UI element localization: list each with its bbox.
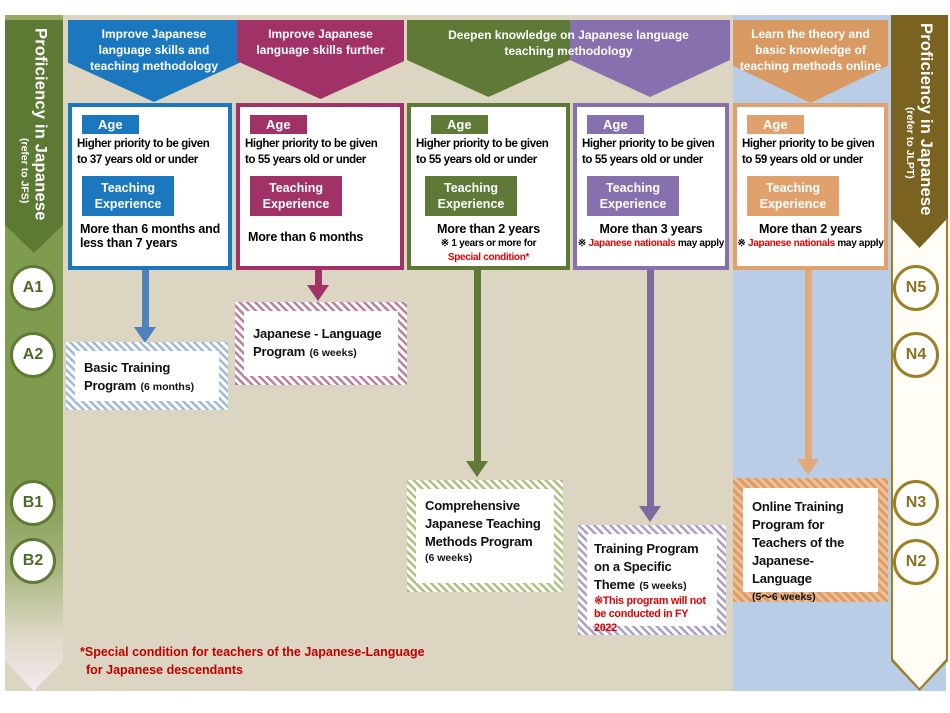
note-line1: ※ 1 years or more for (440, 238, 537, 250)
criteria-box-language: Age Higher priority to be given to 55 ye… (236, 103, 404, 270)
program-duration: (6 weeks) (425, 552, 473, 564)
level-badge-b2: B2 (10, 538, 56, 584)
age-line2: to 55 years old or under (582, 153, 703, 166)
teaching-experience-tag: Teaching Experience (425, 175, 517, 217)
banner-improve-skills-further: Improve Japanese language skills further (237, 20, 404, 99)
level-badge-n3: N3 (893, 480, 939, 526)
age-tag: Age (82, 115, 139, 134)
footnote-line2: for Japanese descendants (86, 663, 244, 678)
special-condition-footnote: *Special condition for teachers of the J… (80, 643, 425, 679)
experience-criteria: More than 6 months (248, 230, 364, 245)
age-line1: Higher priority to be given (582, 138, 715, 150)
level-badge-n4: N4 (893, 332, 939, 378)
criteria-box-comprehensive: Age Higher priority to be given to 55 ye… (407, 103, 570, 270)
experience-criteria: More than 6 months and less than 7 years (80, 222, 228, 250)
experience-note: ※ Japanese nationals may apply (737, 237, 884, 251)
age-line1: Higher priority to be given (742, 138, 875, 150)
age-line1: Higher priority to be given (416, 138, 549, 150)
criteria-box-basic: Age Higher priority to be given to 37 ye… (68, 103, 232, 270)
experience-criteria: More than 3 years (599, 222, 703, 237)
program-duration: (5 weeks) (639, 580, 687, 592)
age-tag: Age (431, 115, 488, 134)
note-special-condition: Special condition* (447, 252, 530, 264)
exp-line1: More than 6 months and (80, 222, 221, 237)
right-proficiency-banner: (refer to JLPT) Proficiency in Japanese (891, 15, 948, 248)
note-nationals: Japanese nationals (588, 238, 676, 250)
age-line2: to 59 years old or under (742, 153, 863, 166)
exp-line2: less than 7 years (80, 236, 178, 251)
experience-criteria: More than 2 years (759, 222, 862, 237)
program-box-comprehensive: Comprehensive Japanese Teaching Methods … (407, 480, 563, 592)
program-box-inner: Online Training Program for Teachers of … (743, 488, 878, 603)
right-ribbon-title: Proficiency in Japanese (917, 23, 935, 216)
age-line1: Higher priority to be given (77, 138, 210, 150)
age-criteria: Higher priority to be given to 55 years … (245, 137, 400, 169)
program-box-inner: Training Program on a Specific Theme (5 … (587, 534, 717, 634)
arrow-to-specific-theme-program (639, 270, 661, 522)
arrow-to-online-program (797, 270, 819, 475)
level-badge-b1: B1 (10, 480, 56, 526)
age-criteria: Higher priority to be given to 55 years … (416, 137, 566, 169)
note-rest: may apply (675, 238, 725, 250)
left-proficiency-banner: (refer to JFS) Proficiency in Japanese (5, 20, 63, 253)
experience-note: ※ Japanese nationals may apply (577, 237, 725, 251)
program-box-inner: Basic Training Program (6 months) (75, 351, 219, 401)
program-cancellation-note: ※This program will not be conducted in F… (594, 595, 706, 634)
age-tag: Age (747, 115, 804, 134)
banner-deepen-line1: Deepen knowledge on Japanese language (448, 28, 689, 42)
experience-criteria: More than 2 years (437, 222, 540, 237)
program-title: Comprehensive Japanese Teaching Methods … (425, 498, 541, 549)
level-badge-n2: N2 (893, 539, 939, 585)
program-duration: (6 months) (140, 381, 195, 393)
program-title: Online Training Program for Teachers of … (752, 499, 845, 586)
program-box-inner: Japanese - Language Program (6 weeks) (244, 311, 398, 376)
teaching-experience-tag: Teaching Experience (587, 175, 679, 217)
banner-deepen-line2: teaching methodology (504, 43, 633, 58)
program-box-inner: Comprehensive Japanese Teaching Methods … (416, 489, 554, 583)
age-criteria: Higher priority to be given to 59 years … (742, 137, 884, 169)
left-ribbon-title: Proficiency in Japanese (31, 28, 50, 221)
program-duration: (6 weeks) (309, 347, 357, 359)
teaching-experience-tag: Teaching Experience (250, 175, 342, 217)
age-tag: Age (587, 115, 644, 134)
note-rest: may apply (834, 238, 884, 250)
age-criteria: Higher priority to be given to 37 years … (77, 137, 228, 169)
program-title: Training Program on a Specific Theme (594, 541, 699, 592)
age-tag: Age (250, 115, 307, 134)
criteria-box-specific-theme: Age Higher priority to be given to 55 ye… (573, 103, 729, 270)
note-nationals: Japanese nationals (747, 238, 835, 250)
program-box-japanese-language: Japanese - Language Program (6 weeks) (235, 302, 407, 385)
level-badge-n5: N5 (893, 265, 939, 311)
arrow-to-language-program (307, 270, 329, 301)
teaching-experience-tag: Teaching Experience (82, 175, 174, 217)
arrow-to-basic-program (134, 270, 156, 343)
note-symbol: ※ (577, 238, 589, 250)
age-line1: Higher priority to be given (245, 138, 378, 150)
experience-note: ※ 1 years or more for Special condition* (411, 237, 566, 265)
right-ribbon-subtitle: (refer to JLPT) (904, 107, 916, 179)
program-box-online-training: Online Training Program for Teachers of … (733, 478, 888, 603)
program-title: Basic Training Program (84, 360, 171, 393)
level-badge-a1: A1 (10, 265, 56, 311)
age-line2: to 37 years old or under (77, 153, 198, 166)
age-line2: to 55 years old or under (416, 153, 537, 166)
teaching-experience-tag: Teaching Experience (747, 175, 839, 217)
level-badge-a2: A2 (10, 332, 56, 378)
criteria-box-online: Age Higher priority to be given to 59 ye… (733, 103, 888, 270)
age-line2: to 55 years old or under (245, 153, 366, 166)
program-duration: (5～6 weeks) (752, 591, 816, 603)
footnote-line1: *Special condition for teachers of the J… (80, 645, 425, 659)
program-box-basic-training: Basic Training Program (6 months) (66, 342, 228, 410)
banner-improve-skills-methodology: Improve Japanese language skills and tea… (68, 20, 240, 102)
banner-deepen-knowledge-text: Deepen knowledge on Japanese language te… (407, 28, 730, 60)
arrow-to-comprehensive-program (466, 270, 488, 477)
program-title: Japanese - Language Program (253, 326, 382, 359)
age-criteria: Higher priority to be given to 55 years … (582, 137, 725, 169)
program-box-specific-theme: Training Program on a Specific Theme (5 … (578, 525, 726, 635)
note-symbol: ※ (737, 238, 748, 250)
left-ribbon-subtitle: (refer to JFS) (18, 138, 31, 204)
